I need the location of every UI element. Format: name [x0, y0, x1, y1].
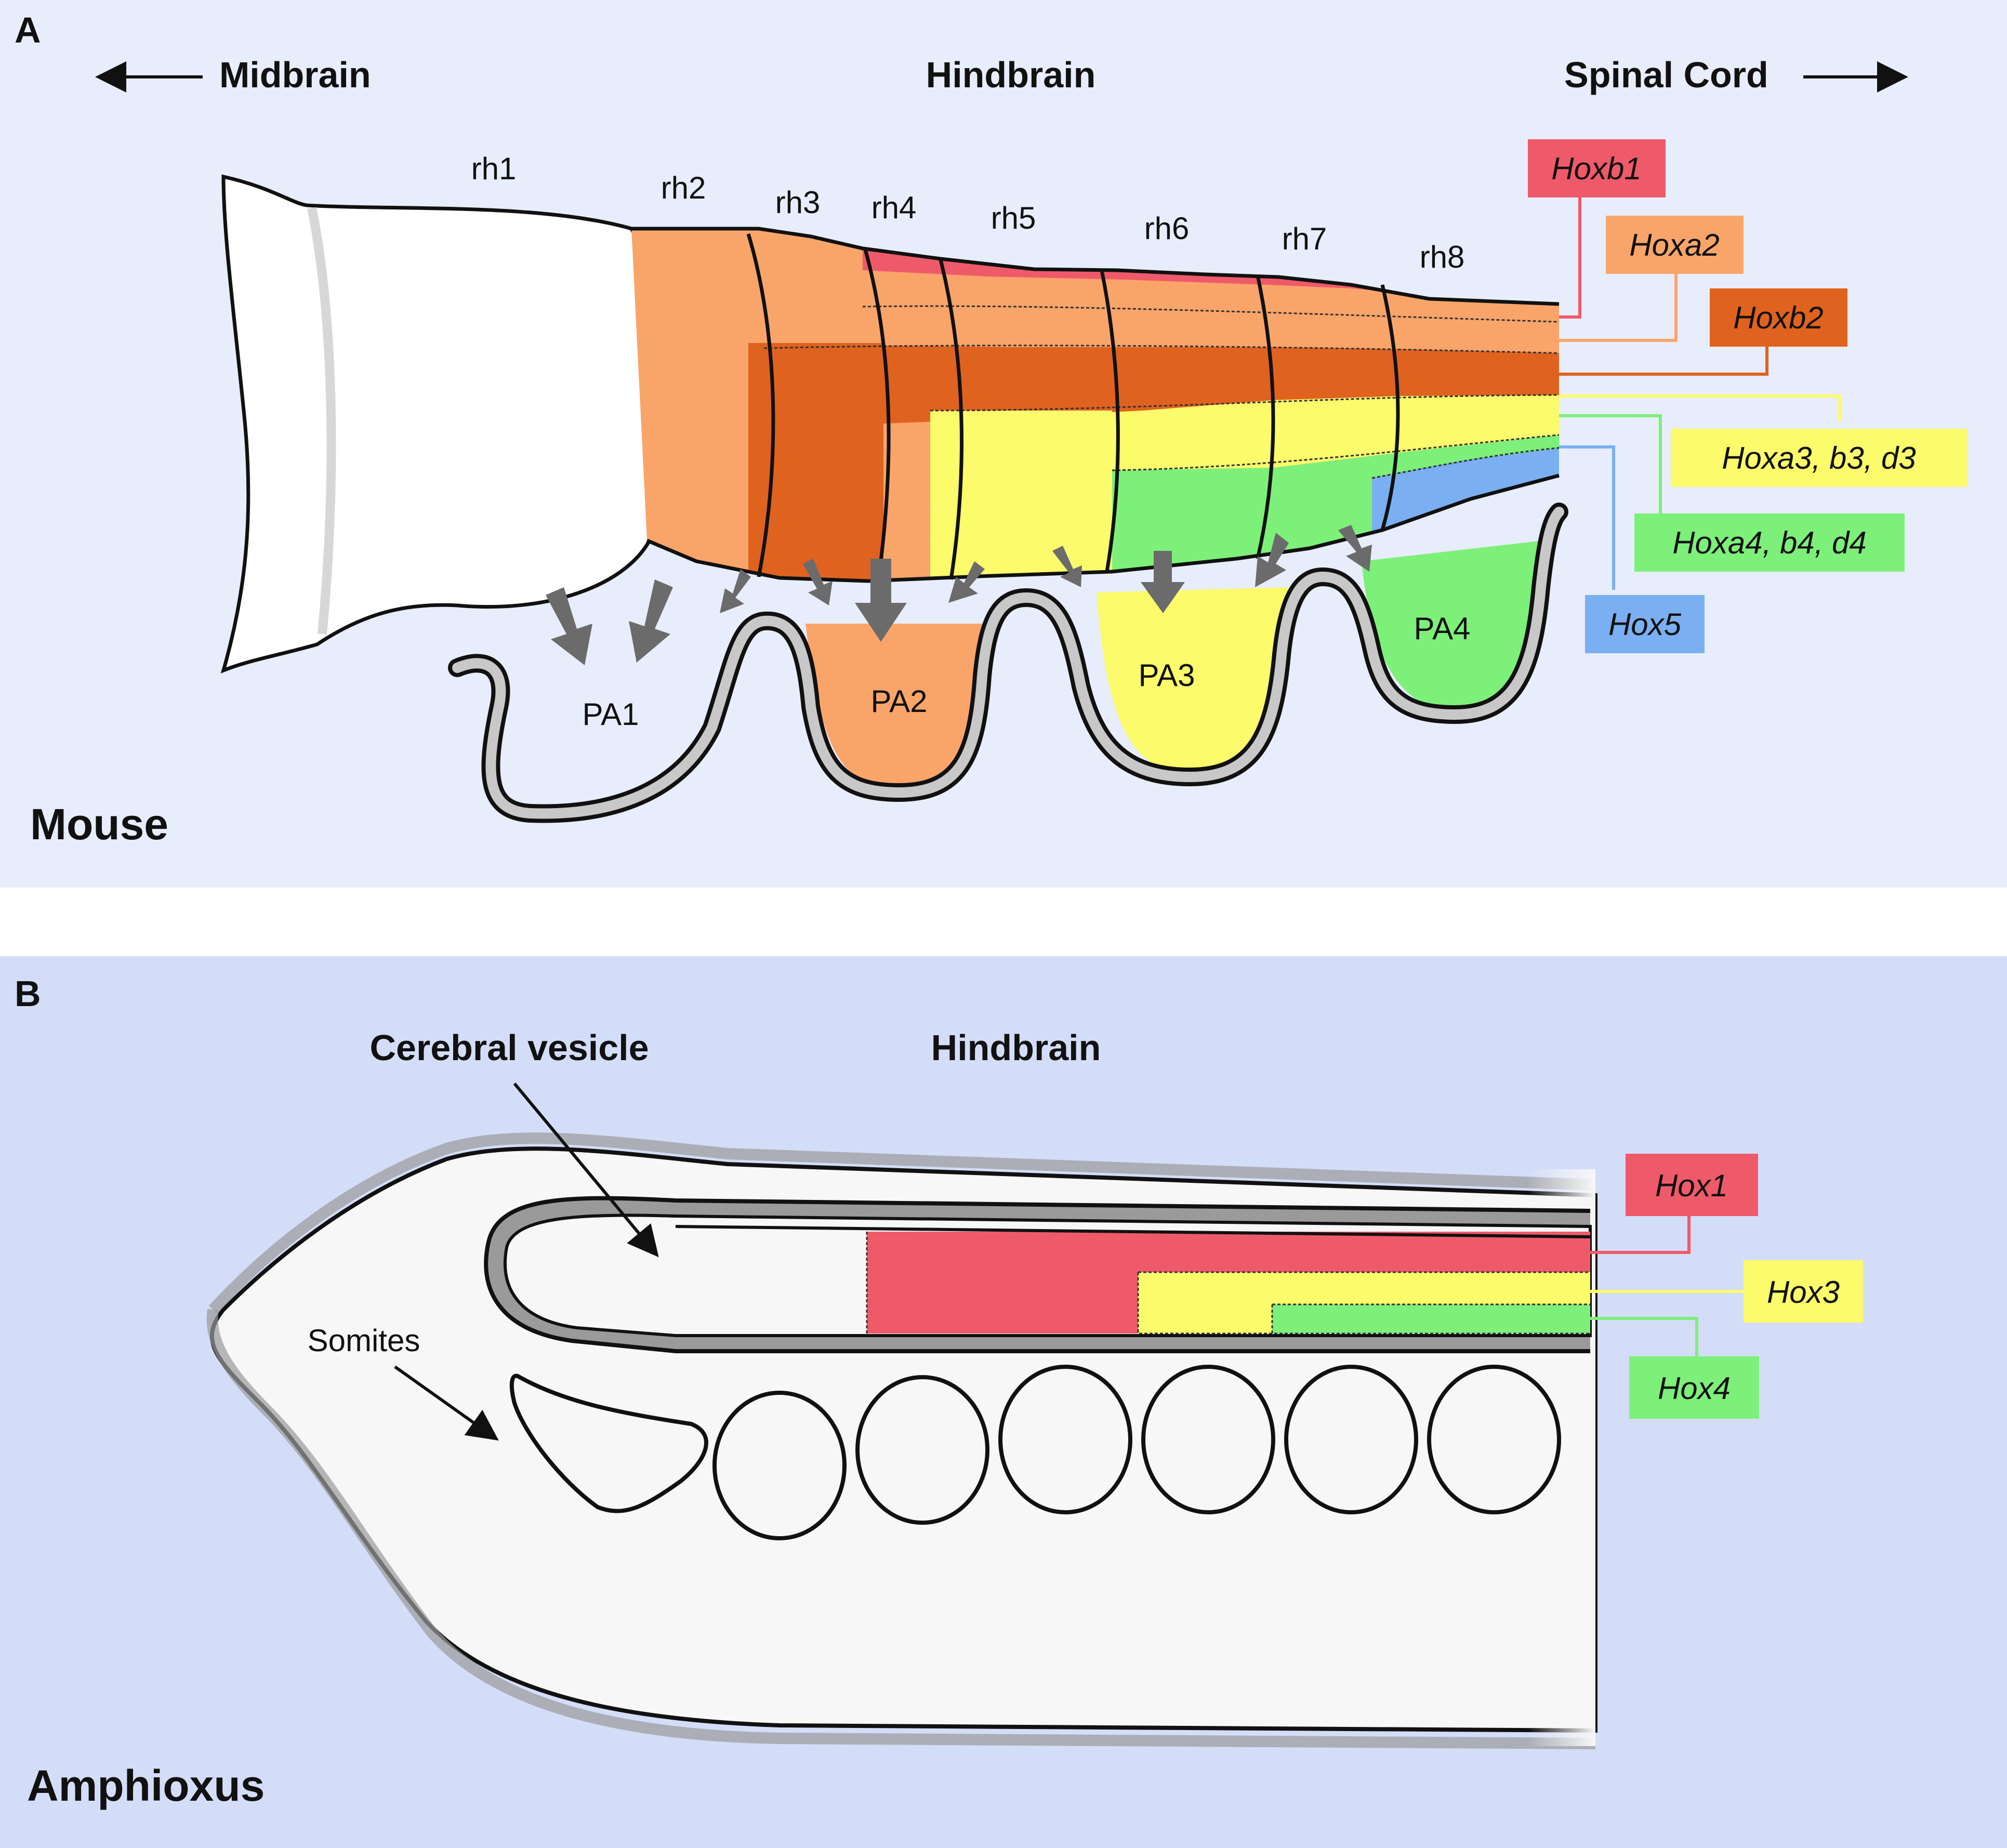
- panel-a-letter: A: [15, 10, 41, 50]
- gene-box-hox1: [1626, 1154, 1758, 1216]
- gene-label-hox3: Hox3: [1767, 1275, 1840, 1310]
- rh4-label: rh4: [872, 190, 917, 225]
- pa1-label: PA1: [583, 697, 639, 732]
- migration-arrow-icon: [1338, 525, 1372, 572]
- migration-arrow-icon: [546, 587, 592, 665]
- rh3-label: rh3: [775, 185, 821, 220]
- cerebral-vesicle-arrow: [513, 1083, 659, 1258]
- gene-box-hoxa2: [1606, 216, 1744, 274]
- gene-label-hox4: Hox4: [1658, 1371, 1731, 1406]
- somite: [1427, 1365, 1561, 1514]
- somites-label: Somites: [308, 1323, 420, 1358]
- gene-label-hox1: Hox1: [1655, 1168, 1728, 1203]
- gene-box-hoxb1: [1528, 139, 1666, 197]
- rh6-label: rh6: [1144, 211, 1190, 246]
- rh7-label: rh7: [1282, 221, 1327, 256]
- gene-box-hox3: [1744, 1260, 1863, 1323]
- migration-arrow-icon: [855, 559, 907, 642]
- first-somite: [509, 1374, 708, 1513]
- gene-box-hox5: [1585, 595, 1705, 653]
- gene-label-hox5: Hox5: [1608, 607, 1682, 642]
- rh1-shadow: [307, 207, 336, 635]
- gene-label-hoxb2: Hoxb2: [1733, 300, 1823, 335]
- somite-row: [712, 1365, 1561, 1540]
- gene-leaders-b: [1590, 1216, 1744, 1356]
- gene-label-hoxb1: Hoxb1: [1551, 151, 1641, 186]
- rh1-label: rh1: [471, 151, 517, 186]
- arch-pa3-fill: [1097, 587, 1289, 774]
- pa4-label: PA4: [1414, 611, 1471, 646]
- rh8-label: rh8: [1420, 240, 1465, 274]
- hindbrain-tube-outline: [631, 227, 1560, 306]
- somite: [855, 1375, 989, 1525]
- arch-pa2-fill: [806, 624, 987, 790]
- spinal-cord-label: Spinal Cord: [1564, 55, 1768, 95]
- hindbrain-label-b: Hindbrain: [931, 1027, 1101, 1068]
- pa2-label: PA2: [871, 684, 928, 719]
- migration-arrow-icon: [1141, 551, 1185, 613]
- gene-label-hoxa4: Hoxa4, b4, d4: [1672, 525, 1867, 560]
- panel-a: A Midbrain Hindbrain Spinal Cord: [0, 0, 2007, 888]
- cerebral-vesicle-label: Cerebral vesicle: [369, 1027, 649, 1068]
- migration-arrows: [546, 525, 1372, 665]
- arch-labels: PA1 PA2 PA3 PA4: [583, 611, 1471, 732]
- organism-label-mouse: Mouse: [30, 800, 168, 849]
- rhombomere-boundaries: [746, 233, 1400, 582]
- migration-arrow-icon: [629, 579, 673, 663]
- gene-box-hoxa3: [1671, 429, 1967, 487]
- somite: [1284, 1365, 1418, 1514]
- rh2-label: rh2: [661, 170, 706, 205]
- migration-arrow-icon: [1255, 533, 1289, 587]
- migration-arrow-icon: [1052, 546, 1082, 587]
- rhombomere-labels: rh1 rh2 rh3 rh4 rh5 rh6 rh7 rh8: [471, 151, 1465, 274]
- panel-b: B Hindbrain Cerebral vesicle Somites: [0, 956, 2007, 1848]
- migration-arrow-icon: [948, 561, 985, 603]
- panel-b-letter: B: [15, 973, 41, 1014]
- gene-label-hoxa3: Hoxa3, b3, d3: [1722, 441, 1916, 476]
- midbrain-label: Midbrain: [219, 55, 371, 95]
- domain-hox4: [1272, 1304, 1590, 1334]
- somites-arrow: [394, 1365, 499, 1441]
- somite: [1141, 1365, 1275, 1514]
- gene-box-hoxa4: [1634, 513, 1905, 572]
- gene-legend-b: Hox1 Hox3 Hox4: [1626, 1154, 1863, 1419]
- migration-arrow-icon: [720, 569, 751, 613]
- band-hoxb2: [764, 346, 1559, 426]
- migration-arrow-icon: [803, 559, 833, 605]
- gene-label-hoxa2: Hoxa2: [1629, 228, 1719, 262]
- rh5-label: rh5: [991, 201, 1036, 235]
- gene-legend-a: Hoxb1 Hoxa2 Hoxb2 Hoxa3, b3, d3 Hoxa4, b…: [1528, 139, 1967, 653]
- hindbrain-label-a: Hindbrain: [926, 55, 1096, 95]
- arch-pa4-fill: [1362, 540, 1543, 712]
- gene-box-hoxb2: [1710, 288, 1847, 347]
- somite: [712, 1391, 847, 1540]
- somite: [998, 1365, 1132, 1514]
- gene-box-hox4: [1629, 1356, 1759, 1419]
- organism-label-amphioxus: Amphioxus: [27, 1761, 265, 1810]
- pa3-label: PA3: [1139, 658, 1195, 693]
